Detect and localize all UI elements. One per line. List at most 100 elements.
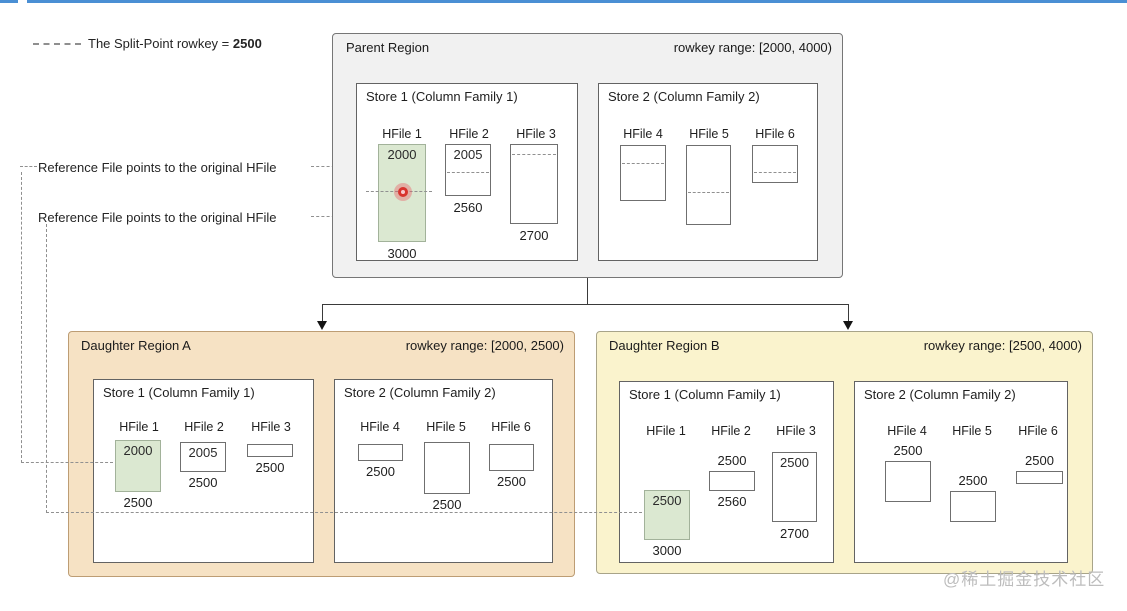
- daughter-b-store1: Store 1 (Column Family 1) HFile 1 2500 3…: [619, 381, 834, 563]
- b-hfile5-above-value: 2500: [958, 473, 988, 488]
- watermark: @稀土掘金技术社区: [943, 570, 1106, 589]
- a-hfile4-box: [358, 444, 403, 461]
- parent-hfile6-split-dash: [754, 172, 796, 173]
- parent-region-title: Parent Region: [346, 40, 430, 55]
- b-hfile6-box: [1016, 471, 1063, 484]
- top-accent-bar: [0, 0, 1127, 3]
- a-hfile3-label: HFile 3: [251, 420, 291, 434]
- b-hfile2-above-value: 2500: [717, 453, 747, 468]
- parent-hfile2-box: 2005: [445, 144, 491, 196]
- parent-store2-title: Store 2 (Column Family 2): [608, 89, 760, 104]
- parent-hfile5-label: HFile 5: [689, 127, 729, 141]
- a-hfile1-label: HFile 1: [119, 420, 159, 434]
- daughter-a-store1: Store 1 (Column Family 1) HFile 1 2000 2…: [93, 379, 314, 563]
- daughter-region-a: Daughter Region A rowkey range: [2000, 2…: [68, 331, 575, 577]
- daughter-a-store1-title: Store 1 (Column Family 1): [103, 385, 255, 400]
- b-hfile4-box: [885, 461, 931, 502]
- a-hfile6-label: HFile 6: [491, 420, 531, 434]
- connector-right-drop: [848, 304, 849, 323]
- ref1-route-vertical: [21, 172, 22, 463]
- a-hfile3-box: [247, 444, 293, 457]
- daughter-b-rowkey-range: rowkey range: [2500, 4000): [923, 338, 1082, 353]
- a-hfile6-bottom-value: 2500: [497, 474, 526, 489]
- ref2-route-horizontal: [46, 512, 642, 513]
- daughter-region-b: Daughter Region B rowkey range: [2500, 4…: [596, 331, 1093, 574]
- parent-region: Parent Region rowkey range: [2000, 4000)…: [332, 33, 843, 278]
- parent-hfile1-top-value: 2000: [387, 147, 417, 162]
- split-point-dot-core: [401, 190, 405, 194]
- parent-region-rowkey-range: rowkey range: [2000, 4000): [673, 40, 832, 55]
- ref1-dash-left: [20, 166, 37, 167]
- ref1-route-horizontal: [21, 462, 113, 463]
- connector-right-arrow-icon: [843, 321, 853, 330]
- parent-hfile4-label: HFile 4: [623, 127, 663, 141]
- parent-hfile3-label: HFile 3: [516, 127, 556, 141]
- a-hfile1-bottom-value: 2500: [123, 495, 153, 510]
- top-accent-bar-gap: [18, 0, 27, 3]
- parent-store2: Store 2 (Column Family 2) HFile 4 HFile …: [598, 83, 818, 261]
- ref1-label: Reference File points to the original HF…: [38, 160, 277, 175]
- connector-cross: [322, 304, 849, 305]
- parent-hfile6-box: [752, 145, 798, 183]
- b-hfile4-label: HFile 4: [887, 424, 927, 438]
- a-hfile4-label: HFile 4: [360, 420, 400, 434]
- parent-hfile3-bottom-value: 2700: [519, 228, 549, 243]
- b-hfile5-label: HFile 5: [952, 424, 992, 438]
- parent-hfile3-split-dash: [512, 154, 556, 155]
- parent-hfile2-split-dash: [447, 172, 489, 173]
- a-hfile2-box: 2005: [180, 442, 226, 472]
- legend-label: The Split-Point rowkey =: [88, 36, 230, 51]
- daughter-a-rowkey-range: rowkey range: [2000, 2500): [405, 338, 564, 353]
- daughter-b-store1-title: Store 1 (Column Family 1): [629, 387, 781, 402]
- daughter-b-store2-title: Store 2 (Column Family 2): [864, 387, 1016, 402]
- connector-left-arrow-icon: [317, 321, 327, 330]
- legend-dash-sample: [33, 43, 81, 45]
- connector-stem: [587, 278, 588, 305]
- b-hfile2-bottom-value: 2560: [717, 494, 747, 509]
- a-hfile4-bottom-value: 2500: [366, 464, 395, 479]
- b-hfile1-box: 2500: [644, 490, 690, 540]
- split-point-dot-icon: [394, 183, 412, 201]
- parent-hfile3-box: [510, 144, 558, 224]
- b-hfile3-top-value: 2500: [780, 455, 809, 470]
- a-hfile5-bottom-value: 2500: [432, 497, 462, 512]
- a-hfile2-top-value: 2005: [188, 445, 218, 460]
- legend-split-point-value: 2500: [232, 36, 262, 51]
- parent-hfile2-bottom-value: 2560: [453, 200, 483, 215]
- a-hfile3-bottom-value: 2500: [255, 460, 285, 475]
- daughter-b-store2: Store 2 (Column Family 2) HFile 4 2500 H…: [854, 381, 1068, 563]
- a-hfile2-label: HFile 2: [184, 420, 224, 434]
- ref2-route-vertical: [46, 224, 47, 513]
- daughter-a-store2-title: Store 2 (Column Family 2): [344, 385, 496, 400]
- parent-hfile1-bottom-value: 3000: [387, 246, 417, 261]
- parent-hfile5-box: [686, 145, 731, 225]
- parent-hfile2-top-value: 2005: [453, 147, 483, 162]
- b-hfile3-box: 2500: [772, 452, 817, 522]
- connector-left-drop: [322, 304, 323, 323]
- parent-hfile2-label: HFile 2: [449, 127, 489, 141]
- parent-hfile4-box: [620, 145, 666, 201]
- b-hfile2-label: HFile 2: [711, 424, 751, 438]
- parent-hfile6-label: HFile 6: [755, 127, 795, 141]
- a-hfile5-box: [424, 442, 470, 494]
- daughter-a-store2: Store 2 (Column Family 2) HFile 4 2500 H…: [334, 379, 553, 563]
- parent-store1: Store 1 (Column Family 1) HFile 1 2000 3…: [356, 83, 578, 261]
- b-hfile5-box: [950, 491, 996, 522]
- ref2-label: Reference File points to the original HF…: [38, 210, 277, 225]
- b-hfile3-bottom-value: 2700: [780, 526, 809, 541]
- parent-store1-title: Store 1 (Column Family 1): [366, 89, 518, 104]
- b-hfile1-label: HFile 1: [646, 424, 686, 438]
- b-hfile3-label: HFile 3: [776, 424, 816, 438]
- b-hfile6-above-value: 2500: [1025, 453, 1054, 468]
- b-hfile1-top-value: 2500: [652, 493, 682, 508]
- a-hfile2-bottom-value: 2500: [188, 475, 218, 490]
- a-hfile5-label: HFile 5: [426, 420, 466, 434]
- b-hfile2-box: [709, 471, 755, 491]
- parent-hfile5-split-dash: [688, 192, 729, 193]
- legend-text: The Split-Point rowkey = 2500: [88, 36, 262, 51]
- b-hfile6-label: HFile 6: [1018, 424, 1058, 438]
- daughter-b-title: Daughter Region B: [609, 338, 720, 353]
- b-hfile1-bottom-value: 3000: [652, 543, 682, 558]
- a-hfile1-box: 2000: [115, 440, 161, 492]
